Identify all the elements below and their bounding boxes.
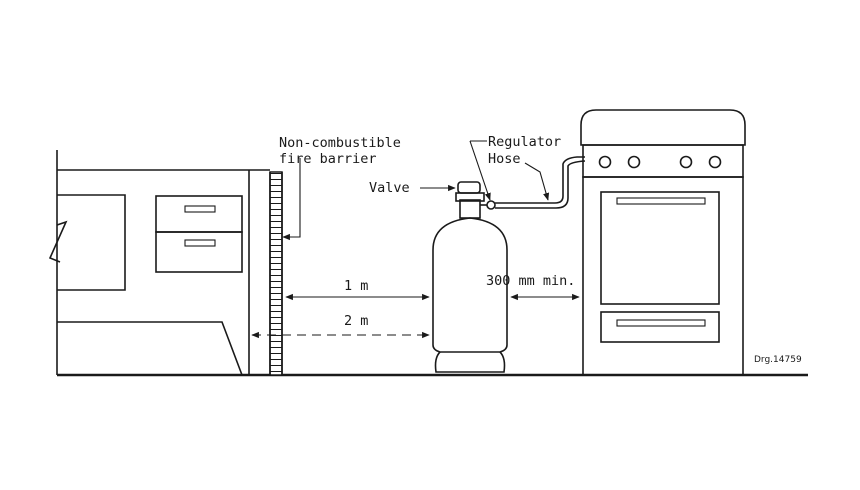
dimension-1m-label: 1 m bbox=[344, 278, 368, 294]
oven-door bbox=[600, 191, 720, 305]
barrier-leader bbox=[282, 158, 301, 241]
regulator-label: Regulator bbox=[488, 134, 561, 150]
burner-knob bbox=[598, 155, 612, 169]
valve-handle bbox=[457, 181, 481, 194]
barrier-label-line2: fire barrier bbox=[279, 151, 377, 167]
burner-knob bbox=[679, 155, 693, 169]
drawer-top bbox=[155, 195, 243, 233]
barrier-label-line1: Non-combustible bbox=[279, 135, 401, 151]
fire-barrier-wall bbox=[269, 171, 283, 376]
burner-knob bbox=[708, 155, 722, 169]
dimension-2m-label: 2 m bbox=[344, 313, 368, 329]
gas-cooker bbox=[580, 109, 746, 376]
gas-cylinder bbox=[432, 181, 508, 373]
hose-label: Hose bbox=[488, 151, 521, 167]
regulator-icon bbox=[486, 200, 496, 210]
drawer-bottom bbox=[155, 231, 243, 273]
burner-knob bbox=[627, 155, 641, 169]
cabinet-unit bbox=[48, 150, 270, 376]
valve-label: Valve bbox=[369, 180, 410, 196]
drawing-reference: Drg.14759 bbox=[754, 355, 802, 365]
gas-hose bbox=[495, 156, 585, 204]
dimension-300mm-label: 300 mm min. bbox=[486, 273, 575, 289]
grill-drawer bbox=[600, 311, 720, 343]
